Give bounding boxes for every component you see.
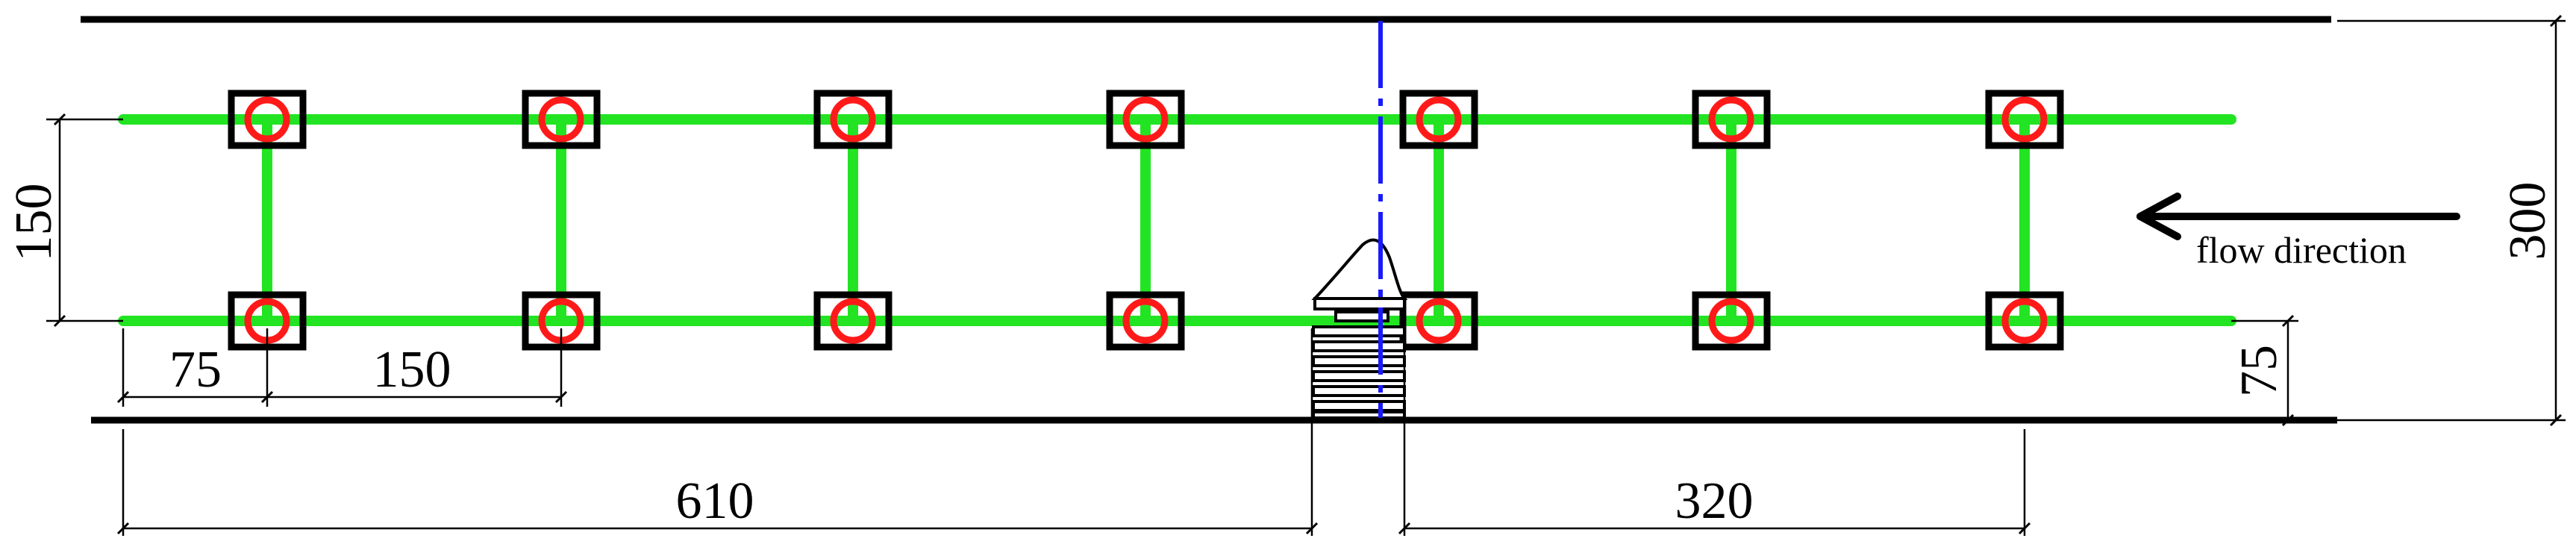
- node-ring: [1708, 96, 1754, 143]
- dimension-tick: [53, 113, 66, 126]
- node-ring: [1416, 96, 1462, 143]
- pier-profile: [1311, 238, 1408, 419]
- node-frame: [228, 90, 307, 149]
- node-ring: [830, 96, 876, 143]
- dim-label-r75: 75: [2230, 345, 2288, 397]
- dimension-tick: [2549, 413, 2563, 427]
- dim-label-v150: 150: [5, 184, 63, 262]
- node-ring: [1122, 96, 1169, 143]
- node-frame: [1985, 90, 2064, 149]
- flow-arrow-head: [2136, 193, 2181, 240]
- dimension-tick: [53, 314, 66, 328]
- pier-stripe-3: [1312, 340, 1406, 352]
- pier-stripe-4: [1312, 355, 1406, 367]
- dimension-tick: [1305, 522, 1319, 535]
- dimension-ticks: [53, 14, 2563, 535]
- node-frame: [1985, 291, 2064, 351]
- pier-stripe-2: [1312, 325, 1406, 337]
- dimension-tick: [2018, 522, 2031, 535]
- pier-stripe-7: [1312, 400, 1406, 412]
- dimension-tick: [116, 522, 130, 535]
- node-grid: [228, 90, 2064, 351]
- dimension-tick: [2281, 413, 2295, 427]
- node-frame: [522, 90, 601, 149]
- node-ring: [2001, 96, 2048, 143]
- pier-stripe-5: [1312, 370, 1406, 382]
- dim-label-h150: 150: [373, 341, 451, 399]
- node-frame: [1399, 90, 1478, 149]
- node-frame: [813, 90, 892, 149]
- node-frame: [1692, 90, 1771, 149]
- node-ring: [2001, 298, 2048, 344]
- node-frame: [1399, 291, 1478, 351]
- flow-arrow: [2136, 193, 2460, 240]
- dim-label-610: 610: [676, 472, 754, 530]
- dim-label-300: 300: [2499, 182, 2557, 260]
- pier-stripe-6: [1312, 385, 1406, 397]
- pier-cap: [1313, 297, 1406, 310]
- node-ring: [830, 298, 876, 344]
- node-ring: [244, 96, 290, 143]
- dimension-tick: [554, 390, 568, 404]
- dimension-tick: [260, 390, 274, 404]
- node-ring: [538, 96, 584, 143]
- flow-direction-label: flow direction: [2196, 229, 2407, 271]
- dimension-lines: [46, 19, 2566, 536]
- node-ring: [1416, 298, 1462, 344]
- pier-stripe-1: [1334, 310, 1389, 322]
- dim-label-320: 320: [1675, 472, 1754, 530]
- node-frame: [813, 291, 892, 351]
- node-frame: [1106, 90, 1185, 149]
- dimension-tick: [2549, 14, 2563, 28]
- node-ring: [1122, 298, 1169, 344]
- pier-base: [1312, 410, 1406, 419]
- dim-label-h75: 75: [169, 341, 222, 399]
- node-frame: [1106, 291, 1185, 351]
- dimension-tick: [1398, 522, 1411, 535]
- pier-head: [1311, 238, 1408, 300]
- dimension-tick: [116, 390, 130, 404]
- node-frame: [1692, 291, 1771, 351]
- pipe-network: [118, 114, 2236, 326]
- node-ring: [1708, 298, 1754, 344]
- dimension-tick: [2281, 314, 2295, 328]
